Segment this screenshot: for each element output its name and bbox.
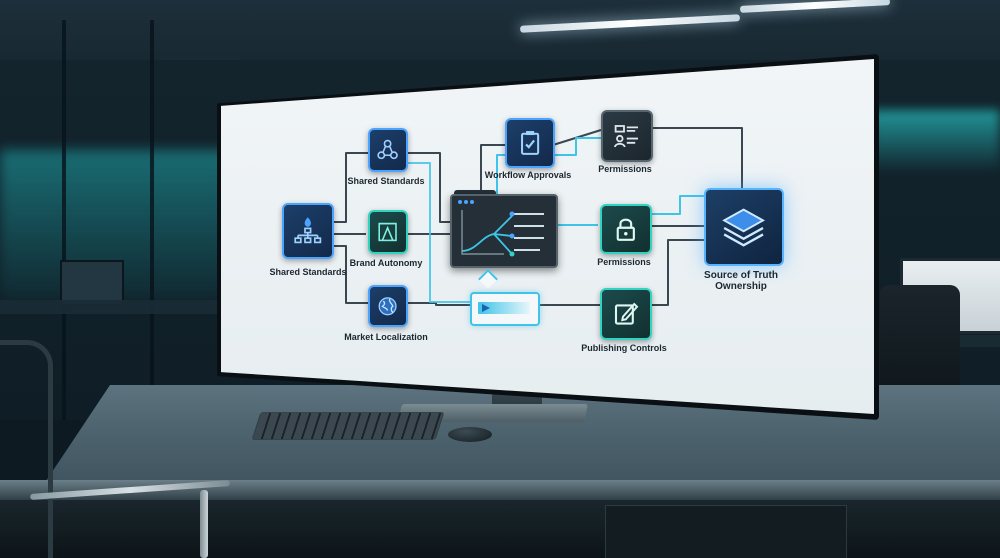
node-label: Shared Standards — [347, 176, 425, 186]
node-label: Publishing Controls — [581, 343, 667, 353]
node-label: Source of Truth Ownership — [704, 270, 778, 292]
node-label: Workflow Approvals — [484, 170, 572, 180]
clipboard-check-icon — [520, 130, 540, 155]
node-label: Permissions — [597, 257, 651, 267]
node-label: Shared Standards — [269, 267, 347, 277]
glass-partition — [150, 20, 154, 420]
desk-front — [0, 500, 1000, 558]
node-workflow-approvals — [505, 118, 555, 168]
office-chair — [0, 340, 53, 558]
node-permissions-top — [601, 110, 653, 162]
node-permissions-mid — [600, 204, 652, 254]
progress-bar-icon — [478, 302, 530, 314]
hierarchy-icon — [294, 216, 322, 244]
node-market-localization — [368, 285, 408, 327]
node-shared-standards-top — [368, 128, 408, 172]
node-publishing-controls — [600, 288, 652, 340]
progress-callout — [470, 292, 540, 326]
node-shared-standards-left — [282, 203, 334, 259]
central-workflow-panel — [450, 194, 558, 268]
padlock-icon — [616, 218, 636, 241]
user-id-card-icon — [614, 125, 639, 148]
desk-edge — [0, 480, 1000, 502]
desk-drawer — [605, 505, 847, 558]
flow-chart-icon — [458, 200, 544, 257]
layers-icon — [722, 208, 766, 247]
keyboard — [251, 412, 445, 440]
ambient-glow — [870, 110, 1000, 170]
globe-icon — [378, 296, 398, 316]
triangle-frame-icon — [378, 222, 398, 242]
chair-frame — [200, 490, 208, 558]
background-desk — [0, 300, 220, 314]
network-icon — [377, 139, 399, 160]
node-label: Market Localization — [344, 332, 428, 342]
node-brand-autonomy — [368, 210, 408, 254]
node-source-of-truth — [704, 188, 784, 266]
edit-document-icon — [615, 302, 639, 325]
node-label: Permissions — [598, 164, 652, 174]
mouse — [448, 427, 492, 442]
node-label: Brand Autonomy — [349, 258, 423, 268]
glass-partition — [62, 20, 66, 420]
